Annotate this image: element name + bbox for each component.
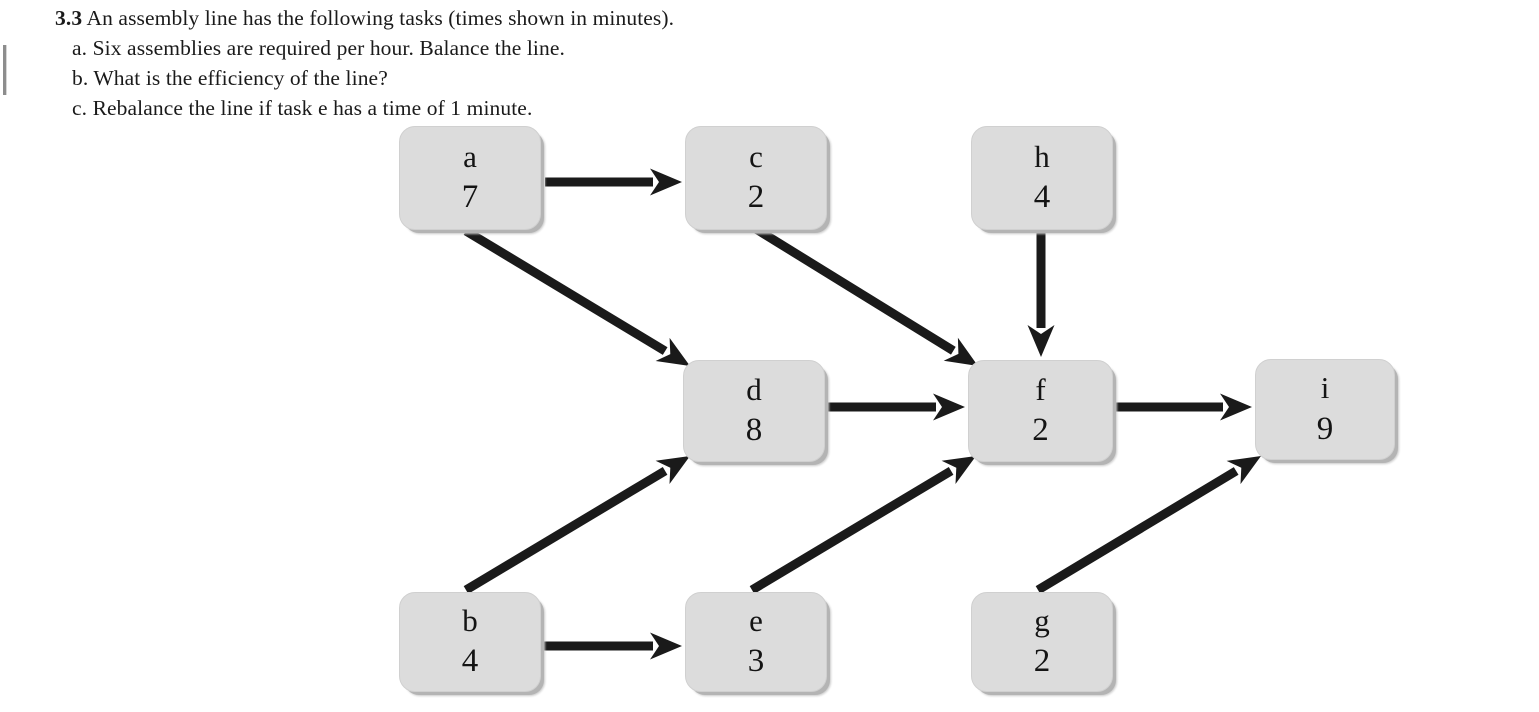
task-time: 3 [747,643,765,680]
arrow-shaft-a-to-c [545,177,653,187]
arrow-shaft-c-to-f [753,225,956,355]
arrow-head-d-to-f [933,393,965,421]
arrow-head-c-to-f [943,337,978,366]
arrow-shaft-a-to-d [463,227,668,355]
task-label: h [1034,138,1050,174]
task-time: 7 [461,179,479,216]
arrow-shaft-d-to-f [828,402,936,412]
task-label: a [463,138,477,174]
problem-part-b: b. What is the efficiency of the line? [72,66,388,90]
task-label: f [1035,371,1046,407]
task-time: 2 [747,179,765,216]
arrow-head-b-to-d [655,456,690,484]
problem-heading: 3.3 An assembly line has the following t… [0,0,1100,33]
task-time: 4 [1033,179,1051,216]
arrow-shaft-h-to-f [1036,231,1046,328]
arrow-head-a-to-d [655,337,690,366]
arrow-head-e-to-f [941,456,976,484]
task-label: e [749,602,763,638]
arrow-shaft-b-to-d [463,467,668,594]
arrow-head-g-to-i [1226,456,1261,485]
task-time: 2 [1033,643,1051,680]
arrow-shaft-f-to-i [1115,402,1223,412]
arrow-head-a-to-c [650,168,682,196]
problem-part-c: c. Rebalance the line if task e has a ti… [72,96,533,120]
task-label: d [746,371,762,407]
problem-part-a: a. Six assemblies are required per hour.… [72,36,565,60]
arrow-shaft-e-to-f [749,467,954,594]
task-label: i [1320,370,1330,406]
task-label: c [749,138,763,174]
problem-number: 3.3 [55,6,83,30]
arrow-shaft-g-to-i [1035,467,1239,594]
arrow-head-f-to-i [1220,393,1252,421]
problem-statement: An assembly line has the following tasks… [86,6,675,30]
page-edge-rule [3,45,7,95]
task-label: g [1034,602,1050,638]
task-time: 9 [1316,410,1334,447]
task-label: b [462,602,478,638]
arrow-head-b-to-e [650,632,682,660]
problem-text-block: 3.3 An assembly line has the following t… [0,0,1100,123]
arrow-shaft-b-to-e [544,641,653,651]
task-time: 8 [745,412,763,449]
task-time: 2 [1032,412,1049,449]
task-time: 4 [461,643,479,680]
arrow-head-h-to-f [1027,325,1055,357]
